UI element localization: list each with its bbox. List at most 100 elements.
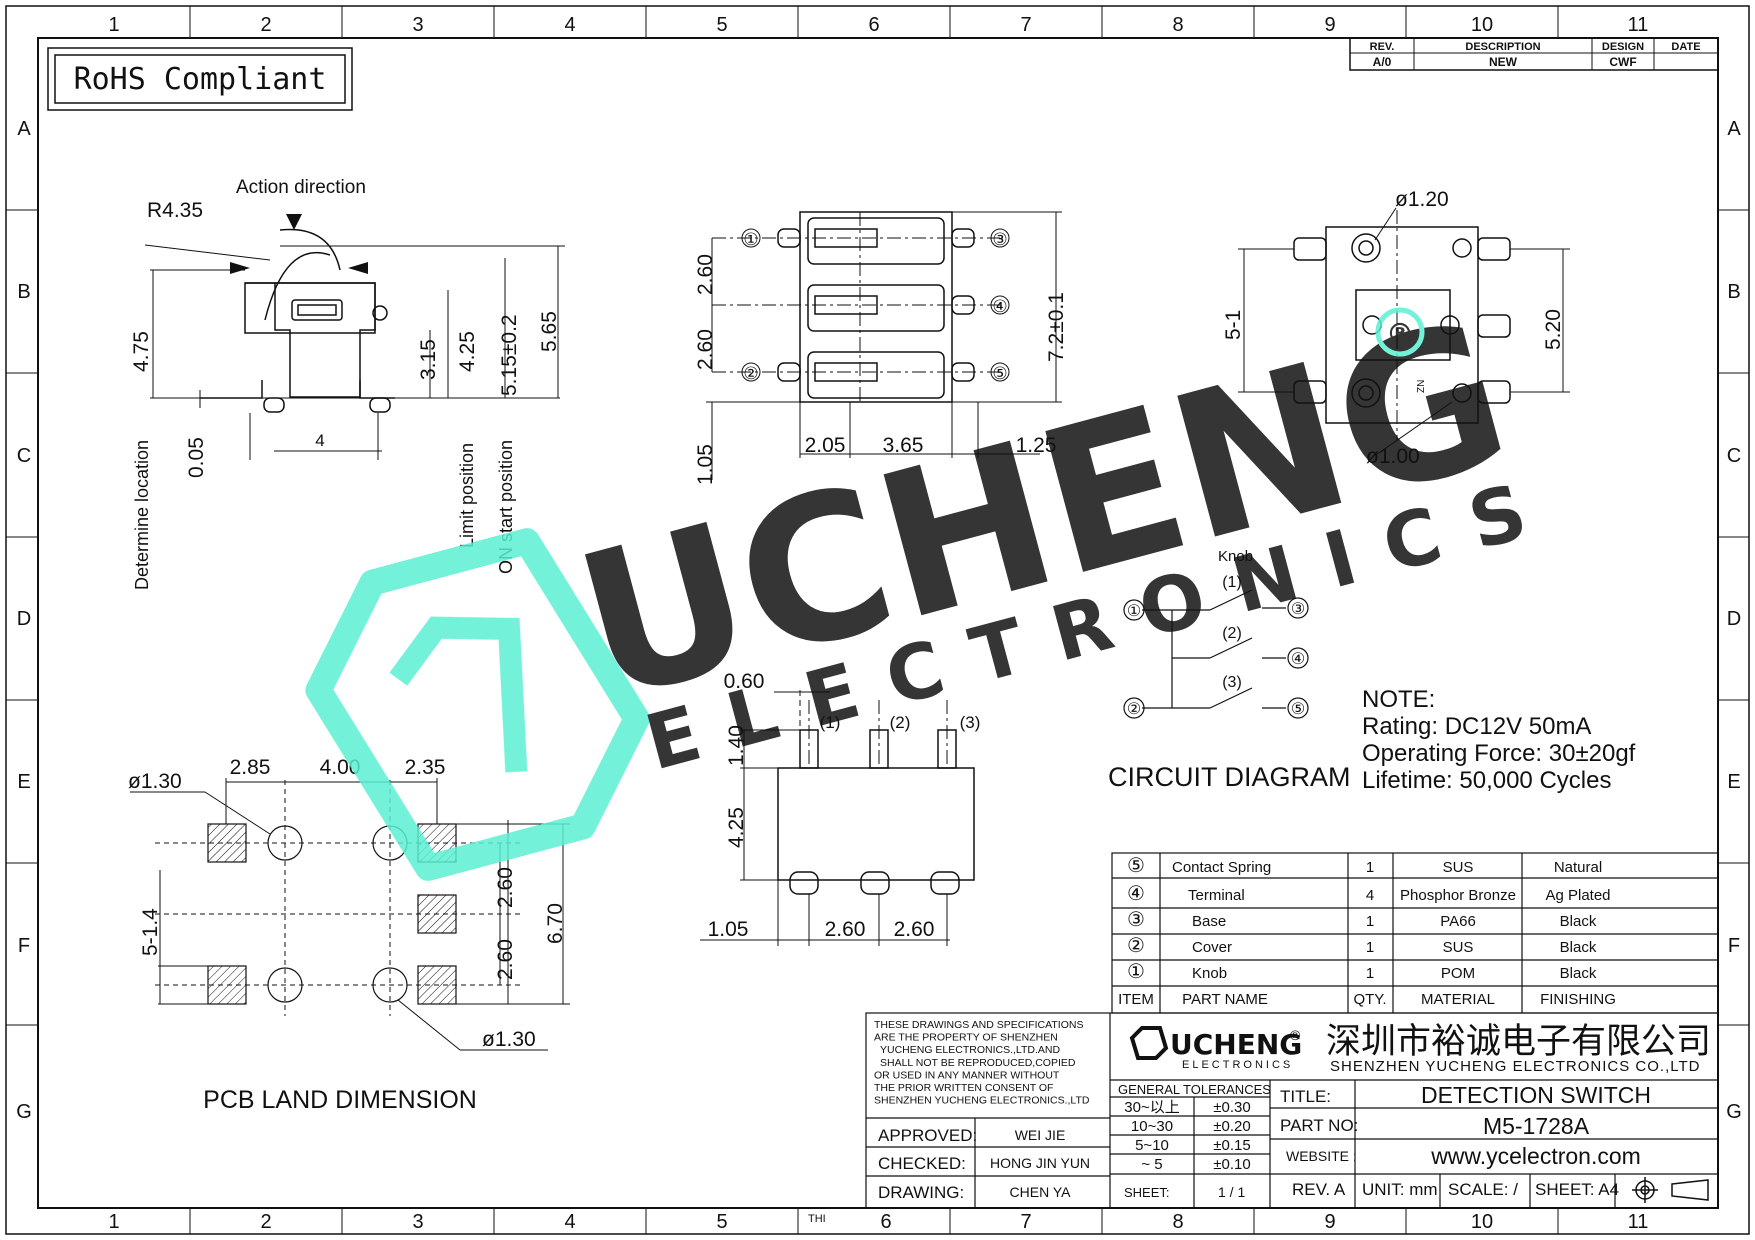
dim-4-25: 4.25	[456, 331, 479, 372]
rev-header-rev: REV.	[1370, 41, 1395, 53]
dim-top-2-05: 2.05	[805, 434, 846, 457]
rohs-label: RoHS Compliant	[74, 62, 327, 97]
checked-value: HONG JIN YUN	[990, 1155, 1090, 1171]
tolerance-value: ±0.30	[1213, 1099, 1250, 1116]
row-label-left: C	[17, 445, 31, 467]
table-cell: SUS	[1443, 939, 1474, 956]
column-label-top: 11	[1628, 14, 1649, 36]
drawing-label: DRAWING:	[878, 1183, 964, 1202]
title-value: DETECTION SWITCH	[1421, 1082, 1651, 1108]
table-cell: 1	[1366, 939, 1374, 956]
front-position-1: (1)	[820, 713, 841, 732]
dim-4-75: 4.75	[130, 331, 153, 372]
pin-4-label: ④	[992, 297, 1007, 316]
rev-block-value: REV. A	[1292, 1180, 1346, 1199]
pin-1-label: ①	[743, 230, 758, 249]
circuit-node-2: ②	[1127, 701, 1141, 718]
side-view	[144, 228, 565, 460]
table-cell: Knob	[1192, 965, 1227, 982]
pcb-land-pattern	[130, 778, 570, 1051]
tolerance-value: ±0.15	[1213, 1137, 1250, 1154]
note-rating: Rating: DC12V 50mA	[1362, 713, 1591, 740]
dim-top-3-65: 3.65	[883, 434, 924, 457]
column-label-top: 5	[716, 14, 727, 36]
rev-header-desc: DESCRIPTION	[1465, 41, 1540, 53]
pcb-land-title: PCB LAND DIMENSION	[203, 1086, 477, 1114]
pcb-dim-hole-1-30-bottom: ø1.30	[482, 1028, 536, 1051]
pcb-dim-hole-1-30-top: ø1.30	[128, 770, 182, 793]
thi-mark: THI	[808, 1213, 826, 1225]
table-cell: 4	[1366, 887, 1374, 904]
pin-2-label: ②	[743, 364, 758, 383]
circuit-node-5: ⑤	[1291, 701, 1305, 718]
watermark-registered-mark: ®	[1386, 317, 1414, 350]
column-label-top: 4	[564, 14, 575, 36]
column-label-bottom: 5	[716, 1211, 727, 1233]
column-label-bottom: 8	[1172, 1211, 1183, 1233]
table-cell: PA66	[1440, 913, 1476, 930]
dim-5-65: 5.65	[538, 311, 561, 352]
pin-3-label: ③	[992, 230, 1007, 249]
dim-front-1-05: 1.05	[708, 918, 749, 941]
pcb-dim-2-85: 2.85	[230, 756, 271, 779]
unit-value: UNIT: mm	[1362, 1180, 1438, 1199]
row-label-left: E	[17, 771, 30, 793]
pcb-dim-2-60-a: 2.60	[494, 867, 517, 908]
approved-value: WEI JIE	[1015, 1127, 1066, 1143]
column-label-top: 6	[868, 14, 879, 36]
dim-bottom-5-1: 5-1	[1222, 310, 1245, 340]
bom-header-material: MATERIAL	[1421, 991, 1495, 1008]
tolerance-range: 10~30	[1131, 1118, 1173, 1135]
sheet-count-value: 1 / 1	[1218, 1184, 1245, 1200]
column-label-top: 7	[1020, 14, 1031, 36]
dim-bottom-hole-1-20: ø1.20	[1395, 188, 1449, 211]
bom-table-grid	[1111, 852, 1719, 1014]
bom-header-part-name: PART NAME	[1182, 991, 1268, 1008]
dim-bottom-hole-1-00: ø1.00	[1366, 445, 1420, 468]
column-label-bottom: 7	[1020, 1211, 1031, 1233]
bottom-marking: ZN	[1416, 380, 1427, 393]
table-cell: Natural	[1554, 859, 1602, 876]
dim-top-2-60-a: 2.60	[694, 254, 717, 295]
table-cell: Terminal	[1188, 887, 1245, 904]
dim-top-7-2: 7.2±0.1	[1045, 292, 1068, 362]
rev-value: A/0	[1373, 55, 1392, 69]
pin-5-label: ⑤	[992, 364, 1007, 383]
revision-block: REV. DESCRIPTION DESIGN DATE A/0 NEW CWF	[1349, 37, 1719, 71]
rev-header-design: DESIGN	[1602, 41, 1644, 53]
table-cell: Base	[1192, 913, 1226, 930]
circuit-lines	[1123, 589, 1309, 719]
dim-bottom-5-20: 5.20	[1542, 309, 1565, 350]
watermark-registered-icon	[1375, 307, 1425, 357]
scale-value: SCALE: /	[1448, 1180, 1518, 1199]
row-label-right: D	[1727, 608, 1741, 630]
rev-header-date: DATE	[1671, 41, 1700, 53]
website-value: www.ycelectron.com	[1430, 1143, 1641, 1169]
bom-header-finishing: FINISHING	[1540, 991, 1616, 1008]
circuit-position-3: (3)	[1222, 674, 1242, 691]
table-cell: ⑤	[1127, 855, 1145, 877]
column-label-top: 1	[108, 14, 119, 36]
sheet-count-label: SHEET:	[1124, 1185, 1170, 1200]
checked-label: CHECKED:	[878, 1154, 966, 1173]
tolerance-title: GENERAL TOLERANCES	[1118, 1082, 1271, 1097]
table-cell: Black	[1560, 939, 1597, 956]
dim-5-15: 5.15±0.2	[498, 314, 521, 396]
column-label-bottom: 4	[564, 1211, 575, 1233]
table-cell: Cover	[1192, 939, 1232, 956]
company-logo-text: UCHENG	[1170, 1028, 1302, 1061]
row-label-right: B	[1727, 281, 1740, 303]
front-position-3: (3)	[960, 713, 981, 732]
circuit-diagram-title: CIRCUIT DIAGRAM	[1108, 762, 1351, 792]
column-label-top: 8	[1172, 14, 1183, 36]
column-label-bottom: 10	[1471, 1211, 1493, 1233]
row-label-right: G	[1726, 1101, 1742, 1123]
circuit-node-3: ③	[1291, 601, 1305, 618]
approved-label: APPROVED:	[878, 1126, 977, 1145]
